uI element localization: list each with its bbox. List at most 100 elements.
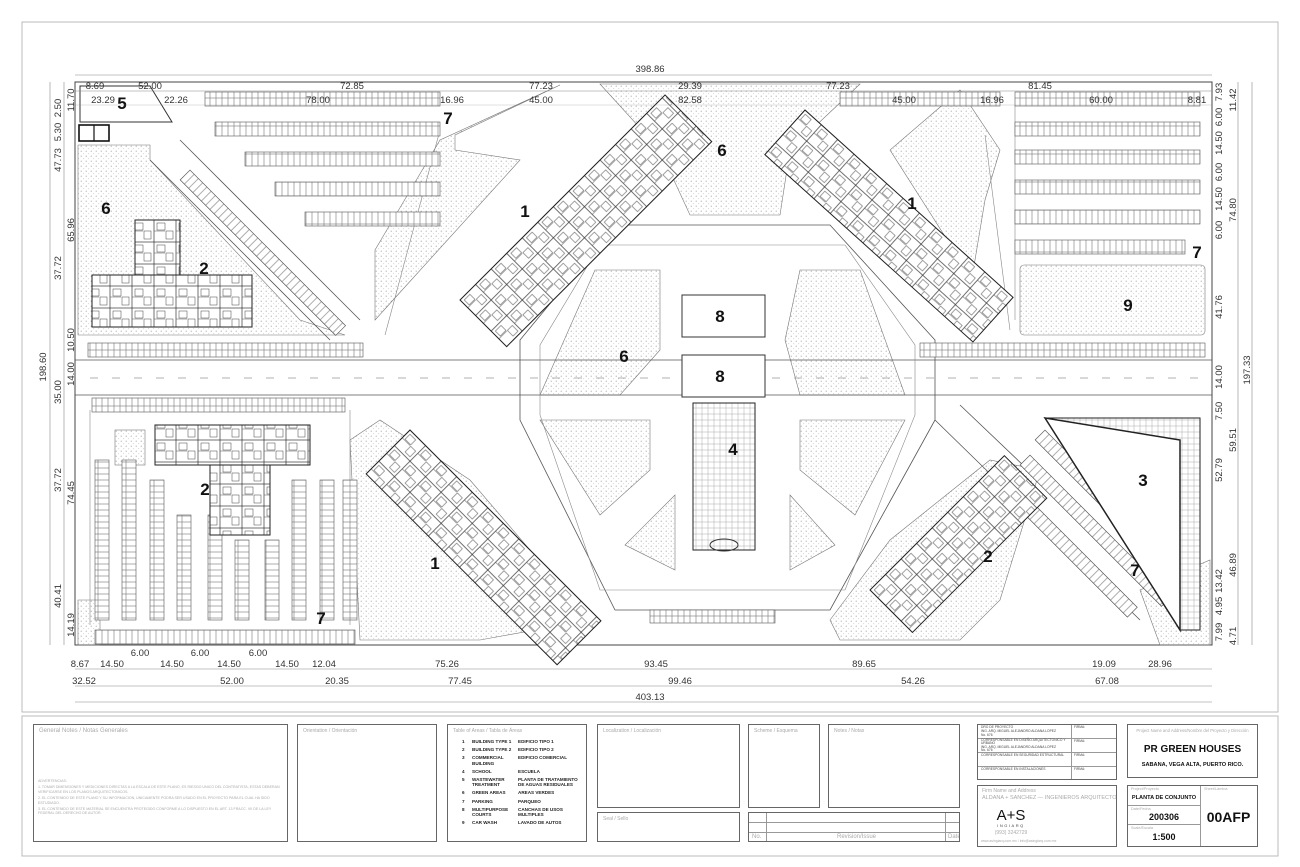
area-number: 5 xyxy=(462,777,465,783)
dim-bottom: 75.26 xyxy=(435,659,459,670)
dim-left: 35.00 xyxy=(53,380,64,404)
area-name-es: EDIFICIO COMERCIAL xyxy=(518,755,567,761)
area-legend-item: 3 COMMERCIAL BUILDING EDIFICIO COMERCIAL xyxy=(462,755,580,765)
dim-right: 46.89 xyxy=(1228,553,1239,577)
area-name-en: COMMERCIAL BUILDING xyxy=(472,755,504,766)
area-number: 1 xyxy=(462,739,465,744)
dim-left: 2.50 xyxy=(53,99,64,118)
sign-label: FIRMA: xyxy=(1074,739,1086,743)
dim-right: 13.42 xyxy=(1214,569,1225,593)
area-name-es: PARQUEO xyxy=(518,798,541,804)
dim-right: 11.42 xyxy=(1228,88,1239,111)
dim-right: 74.80 xyxy=(1228,198,1239,222)
area-name-en: BUILDING TYPE 1 xyxy=(472,739,512,744)
drawing-name: PLANTA DE CONJUNTO xyxy=(1131,795,1197,801)
area-name-en: SCHOOL xyxy=(472,768,492,774)
responsible-name: ING. ARQ. MIGUEL ALEJANDRO ALDANA LOPEZ xyxy=(981,728,1056,733)
zone-label: 1 xyxy=(520,202,529,221)
notes-box: Notes / Notas xyxy=(828,724,960,808)
dim-left: 11.70 xyxy=(66,88,77,111)
dim-top: 45.00 xyxy=(892,95,916,106)
building-type-2-south-east xyxy=(869,454,1048,634)
dim-top: 82.58 xyxy=(678,95,702,106)
sign-label: FIRMA: xyxy=(1074,753,1086,757)
zone-label: 8 xyxy=(715,367,724,386)
zone-label: 8 xyxy=(715,307,724,326)
building-type-2-west xyxy=(91,274,253,328)
dim-top: 8.69 xyxy=(86,81,105,92)
dim-top: 8.81 xyxy=(1188,95,1207,106)
dim-right: 52.79 xyxy=(1214,458,1225,482)
dim-right: 6.00 xyxy=(1214,221,1225,240)
zone-label: 2 xyxy=(200,480,209,499)
project-address: SABANA, VEGA ALTA, PUERTO RICO. xyxy=(1141,762,1244,768)
firm-logo-sub: INGIARQ xyxy=(997,823,1025,828)
dim-bottom: 89.65 xyxy=(852,659,876,670)
area-name-es: EDIFICIO TIPO 1 xyxy=(518,739,554,744)
dim-top: 77.23 xyxy=(826,81,850,92)
area-number: 8 xyxy=(462,806,465,812)
area-number: 2 xyxy=(462,747,465,753)
area-number: 9 xyxy=(462,820,465,826)
dim-left: 47.73 xyxy=(53,148,64,172)
zone-label: 6 xyxy=(101,199,110,218)
area-number: 3 xyxy=(462,755,465,761)
dim-left: 14.19 xyxy=(66,613,77,637)
dim-top: 72.85 xyxy=(340,81,364,92)
zone-label: 1 xyxy=(907,194,916,213)
dim-left: 74.45 xyxy=(66,481,77,505)
responsible-reg: No. 676 xyxy=(981,732,993,737)
dim-left: 40.41 xyxy=(53,584,64,608)
localization-box: Localization / Localización xyxy=(597,724,740,808)
dim-left: 14.00 xyxy=(66,362,77,386)
dim-bottom: 12.04 xyxy=(312,659,336,670)
revision-table: No. Revision/Issue Date xyxy=(748,812,960,842)
firm-web: www.asingiarq.com.mx / info@asingiarq.co… xyxy=(981,839,1057,843)
area-name-es: CANCHAS DE USOS MULTIPLES xyxy=(518,806,563,818)
zone-labels: 5 7 6 1 1 6 2 7 9 8 6 8 4 3 2 1 2 7 7 xyxy=(101,94,1201,628)
dim-right: 7.50 xyxy=(1214,402,1225,421)
seal-title: Seal / Sello xyxy=(603,816,629,822)
dim-bottom: 14.50 xyxy=(100,659,124,670)
dim-right: 6.00 xyxy=(1214,108,1225,127)
title-block-frame xyxy=(21,715,1279,857)
firm-caption: Firm Name and Address xyxy=(982,788,1036,794)
school-building xyxy=(692,402,756,551)
general-note: 3. EL CONTENIDO DE ESTE MATERIAL SE ENCU… xyxy=(38,807,272,816)
dim-top: 77.23 xyxy=(529,81,553,92)
site-plan: 5 7 6 1 1 6 2 7 9 8 6 8 4 3 2 1 2 7 7 xyxy=(74,81,1213,666)
project-box: Project Name and Address/Nombre del Proy… xyxy=(1127,724,1258,778)
area-number: 7 xyxy=(462,798,465,804)
area-number: 4 xyxy=(462,768,465,774)
revision-date-header: Date xyxy=(948,834,960,840)
zone-label: 2 xyxy=(199,259,208,278)
dim-bottom: 8.67 xyxy=(71,659,90,670)
dim-top: 16.96 xyxy=(440,95,464,106)
dim-right-total: 197.33 xyxy=(1242,355,1253,384)
orientation-title: Orientation / Orientación xyxy=(303,728,358,734)
responsible-reg: No. 676 xyxy=(981,748,993,753)
notes-title: Notes / Notas xyxy=(834,728,865,734)
responsible-role: CORRESPONSABLE EN DISEÑO ARQUITECTONICO … xyxy=(981,738,1066,746)
area-name-en: CAR WASH xyxy=(472,820,498,826)
dim-top: 29.39 xyxy=(678,81,702,92)
dim-left: 65.96 xyxy=(66,218,77,242)
wastewater-treatment xyxy=(79,85,173,123)
dim-top: 60.00 xyxy=(1089,95,1113,106)
dim-top: 23.29 xyxy=(91,95,115,106)
scheme-title: Scheme / Esquema xyxy=(754,728,798,734)
table-of-areas-title: Table of Areas / Tabla de Áreas xyxy=(453,728,523,734)
dim-right: 7.93 xyxy=(1214,83,1225,102)
building-type-1-north-east xyxy=(764,109,1014,343)
dim-right: 14.50 xyxy=(1214,187,1225,211)
project-caption: Project Name and Address/Nombre del Proy… xyxy=(1136,728,1249,733)
dim-bottom: 6.00 xyxy=(191,648,210,659)
dim-bottom: 32.52 xyxy=(72,676,96,687)
buildings xyxy=(78,85,1201,666)
building-type-1-north-west xyxy=(459,94,713,348)
dim-bottom: 93.45 xyxy=(644,659,668,670)
dim-bottom: 14.50 xyxy=(275,659,299,670)
dim-bottom: 14.50 xyxy=(217,659,241,670)
